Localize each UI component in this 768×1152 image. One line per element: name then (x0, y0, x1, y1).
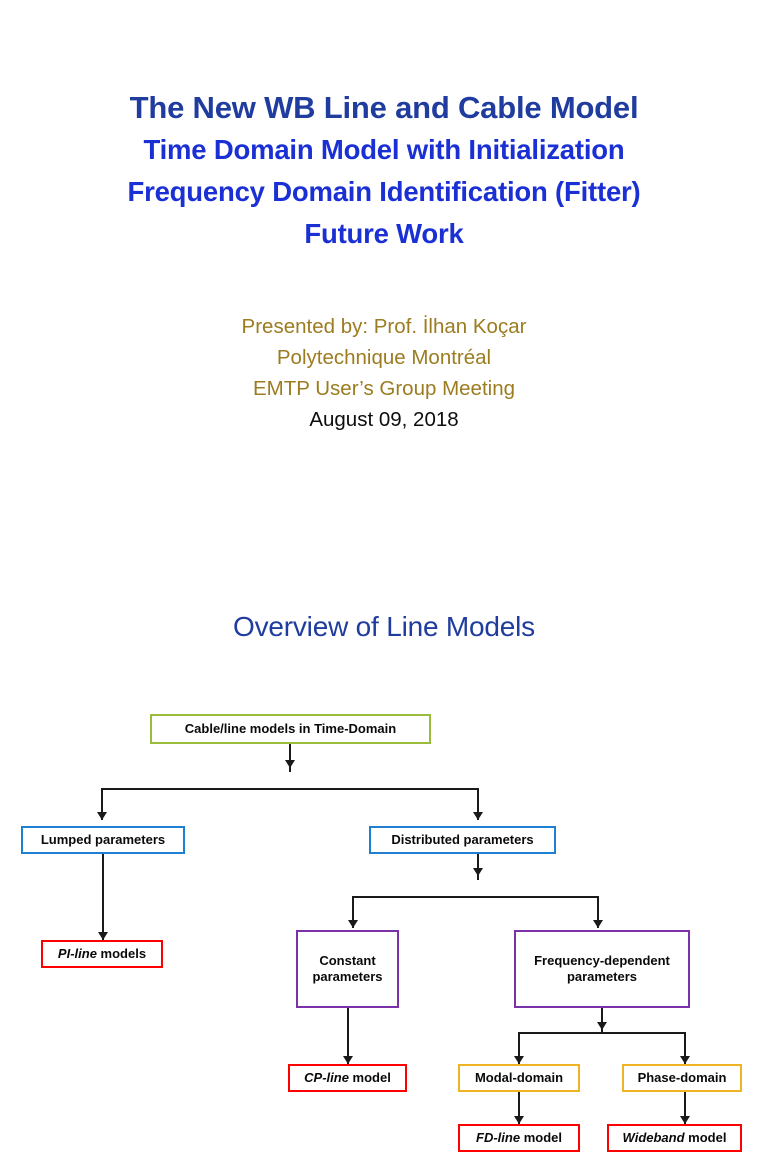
node-label: PI-line models (58, 946, 146, 962)
node-label: CP-line model (304, 1070, 391, 1086)
node-label: Phase-domain (637, 1070, 727, 1086)
presenter-affiliation: Polytechnique Montréal (276, 346, 492, 369)
arrowhead-wideband (680, 1116, 690, 1124)
connector-root-bar (101, 788, 479, 790)
node-label-emphasis: PI-line (57, 946, 97, 962)
presenter-block: Presented by: Prof. İlhan Koçar Polytech… (0, 311, 768, 435)
node-label-line2: parameters (566, 969, 638, 984)
connector-distributed-stem (477, 854, 479, 880)
connector-freqdep-bar (518, 1032, 684, 1034)
node-phase-domain[interactable]: Phase-domain (622, 1064, 742, 1092)
node-distributed-parameters[interactable]: Distributed parameters (369, 826, 556, 854)
connector-distributed-right (597, 896, 599, 928)
title-line-1: The New WB Line and Cable Model (129, 90, 639, 125)
arrowhead-fdline (514, 1116, 524, 1124)
arrowhead-freqdep (593, 920, 603, 928)
node-cable-line-models-time-domain[interactable]: Cable/line models in Time-Domain (150, 714, 431, 744)
node-label-emphasis: FD-line (476, 1130, 521, 1146)
node-label-line1: Constant (319, 953, 376, 969)
node-wideband-model[interactable]: Wideband model (607, 1124, 742, 1152)
connector-distributed-bar (352, 896, 599, 898)
arrowhead-cpline (343, 1056, 353, 1064)
slide-title-block: The New WB Line and Cable Model Time Dom… (0, 86, 768, 255)
arrowhead-distributed (473, 812, 483, 820)
node-label: Wideband model (623, 1130, 727, 1146)
node-frequency-dependent-parameters[interactable]: Frequency-dependent parameters (514, 930, 690, 1008)
node-label-rest: model (520, 1130, 562, 1146)
presenter-name: Presented by: Prof. İlhan Koçar (241, 315, 527, 338)
connector-distributed-left (352, 896, 354, 928)
node-label: Lumped parameters (40, 832, 166, 848)
node-label-emphasis: CP-line (304, 1070, 349, 1086)
arrowhead-piline (98, 932, 108, 940)
line-models-flowchart: Cable/line models in Time-Domain Lumped … (0, 700, 768, 1152)
node-label: Distributed parameters (391, 832, 534, 848)
arrowhead-phase (680, 1056, 690, 1064)
section-heading: Overview of Line Models (233, 611, 535, 642)
node-label-emphasis: Wideband (622, 1130, 685, 1146)
arrowhead-root-stem (285, 760, 295, 768)
title-line-3: Frequency Domain Identification (Fitter) (127, 176, 641, 207)
presenter-event: EMTP User’s Group Meeting (252, 377, 516, 400)
arrowhead-modal (514, 1056, 524, 1064)
connector-root-stem (289, 744, 291, 772)
node-lumped-parameters[interactable]: Lumped parameters (21, 826, 185, 854)
node-label-rest: model (684, 1130, 727, 1146)
arrowhead-lumped (97, 812, 107, 820)
node-label-line2: parameters (312, 969, 383, 984)
connector-lumped-to-piline (102, 854, 104, 940)
title-line-4: Future Work (304, 218, 464, 249)
node-label-line1: Frequency-dependent (534, 953, 670, 969)
connector-freqdep-stem (601, 1008, 603, 1034)
arrowhead-constant (348, 920, 358, 928)
node-label-rest: models (96, 946, 147, 962)
arrowhead-freqdep-stem (597, 1022, 607, 1030)
arrowhead-distributed-stem (473, 868, 483, 876)
node-constant-parameters[interactable]: Constant parameters (296, 930, 399, 1008)
connector-root-right (477, 788, 479, 820)
node-label: Modal-domain (474, 1070, 564, 1086)
node-fd-line-model[interactable]: FD-line model (458, 1124, 580, 1152)
title-line-2: Time Domain Model with Initialization (143, 134, 625, 165)
connector-root-left (101, 788, 103, 820)
node-label-rest: model (348, 1070, 391, 1086)
node-label: FD-line model (476, 1130, 562, 1146)
node-label: Cable/line models in Time-Domain (184, 721, 397, 737)
node-modal-domain[interactable]: Modal-domain (458, 1064, 580, 1092)
node-cp-line-model[interactable]: CP-line model (288, 1064, 407, 1092)
node-pi-line-models[interactable]: PI-line models (41, 940, 163, 968)
presentation-date: August 09, 2018 (309, 408, 459, 431)
